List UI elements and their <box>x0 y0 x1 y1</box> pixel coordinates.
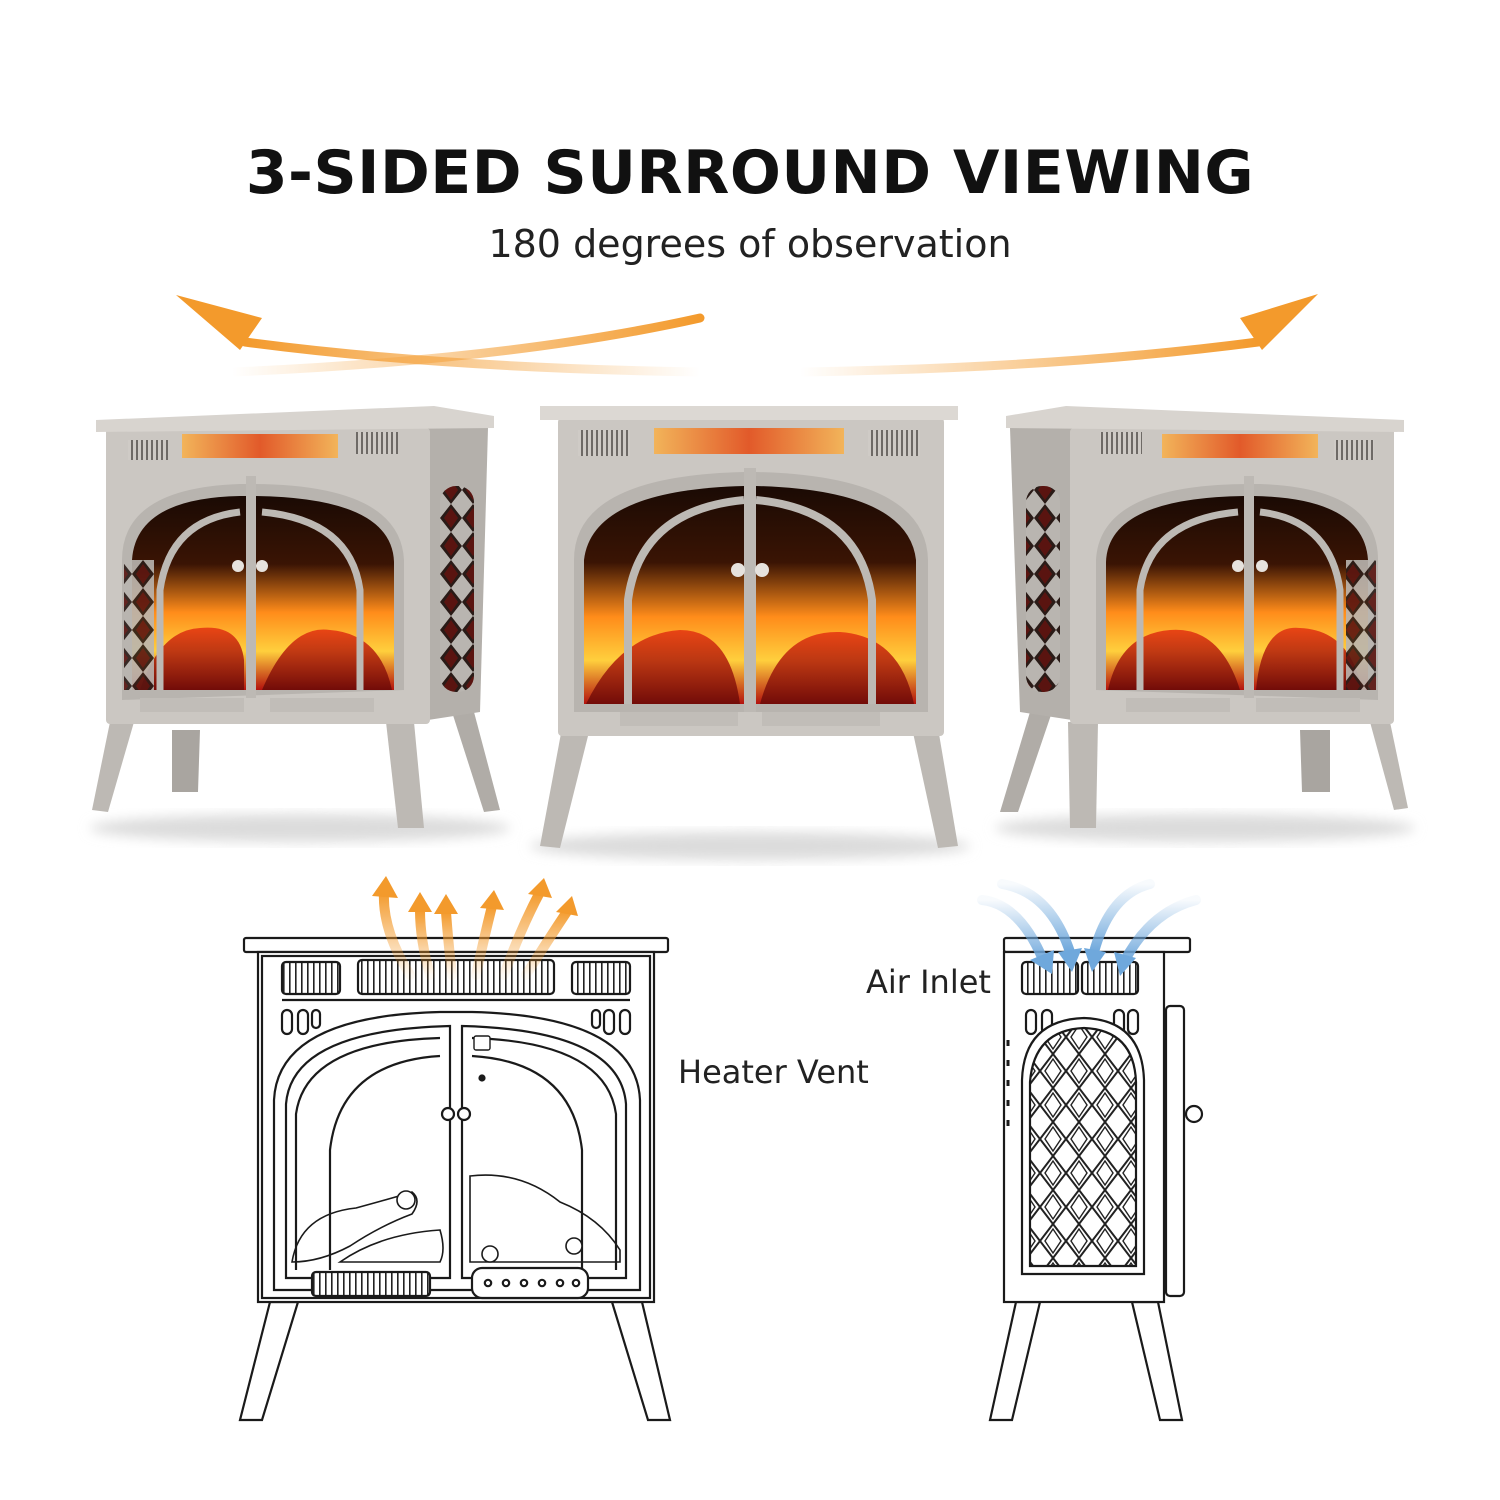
heater-vent-label: Heater Vent <box>678 1053 869 1091</box>
floor-shadow <box>90 814 510 842</box>
floor-shadow <box>530 832 970 860</box>
side-vent <box>356 432 398 454</box>
air-down-arrows-icon <box>977 879 1201 967</box>
air-arrowheads <box>1030 948 1136 976</box>
side-vent <box>868 430 920 456</box>
floor-shadow <box>995 814 1415 842</box>
side-lattice <box>1026 486 1060 692</box>
side-vent <box>128 440 168 460</box>
side-vent <box>1334 440 1374 460</box>
side-vent <box>1100 432 1142 454</box>
heat-up-arrows-icon <box>378 887 573 980</box>
heat-arrowheads <box>372 876 578 916</box>
stove-left-angle <box>92 406 500 828</box>
side-lattice <box>440 486 474 692</box>
heater-vent <box>182 434 338 458</box>
side-vent <box>578 430 630 456</box>
curved-arrow-right-icon <box>795 294 1318 377</box>
curved-arrow-left-icon <box>176 295 705 377</box>
heater-vent <box>654 428 844 454</box>
headline: 3-SIDED SURROUND VIEWING <box>245 138 1255 208</box>
stove-center-front <box>540 406 958 848</box>
subheadline: 180 degrees of observation <box>488 222 1012 266</box>
air-inlet-label: Air Inlet <box>866 963 991 1001</box>
line-drawing-side <box>988 936 1204 1422</box>
line-drawing-front <box>238 936 672 1422</box>
stove-right-angle <box>1000 406 1408 828</box>
heater-vent <box>1162 434 1318 458</box>
